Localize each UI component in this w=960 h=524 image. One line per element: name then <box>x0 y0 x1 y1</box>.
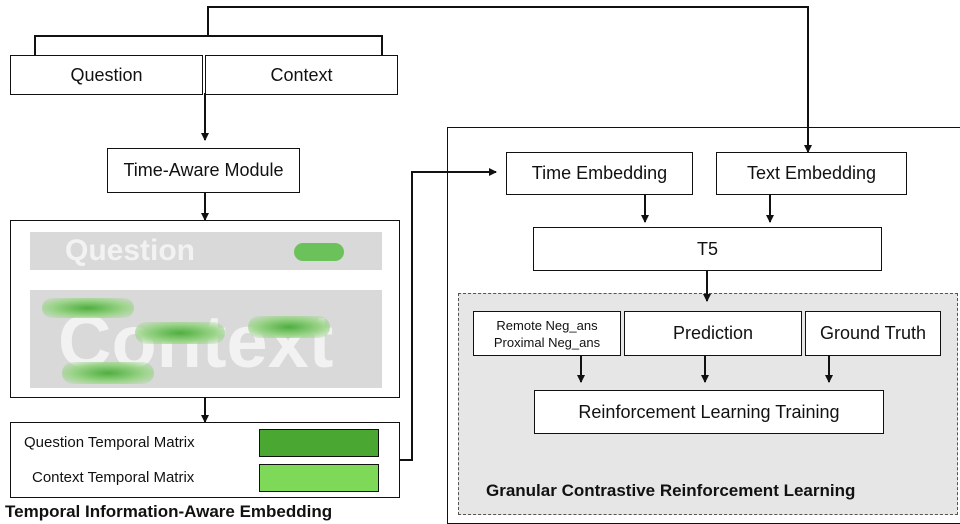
ghost-question-text: Question <box>65 234 196 267</box>
question-highlight <box>294 243 344 261</box>
rl-training-box: Reinforcement Learning Training <box>534 390 884 434</box>
proximal-neg-ans-label: Proximal Neg_ans <box>493 334 601 350</box>
left-caption: Temporal Information-Aware Embedding <box>5 502 333 521</box>
remote-neg-ans-label: Remote Neg_ans <box>496 317 598 333</box>
context-highlight-1 <box>42 298 134 318</box>
text-embedding-box: Text Embedding <box>716 152 907 195</box>
context-highlight-2 <box>135 322 225 344</box>
right-caption: Granular Contrastive Reinforcement Learn… <box>486 481 856 500</box>
time-aware-module-box: Time-Aware Module <box>107 148 300 193</box>
context-highlight-3 <box>248 316 330 338</box>
prediction-box: Prediction <box>624 311 802 356</box>
question-box: Question <box>10 55 203 95</box>
context-temporal-matrix-label: Context Temporal Matrix <box>32 469 195 486</box>
negative-answers-box: Remote Neg_ans Proximal Neg_ans <box>473 311 621 356</box>
context-highlight-4 <box>62 362 154 384</box>
ground-truth-box: Ground Truth <box>805 311 941 356</box>
question-temporal-matrix-label: Question Temporal Matrix <box>24 434 195 451</box>
time-embedding-box: Time Embedding <box>506 152 693 195</box>
question-temporal-matrix-swatch <box>259 429 379 457</box>
t5-box: T5 <box>533 227 882 271</box>
context-box: Context <box>205 55 398 95</box>
context-temporal-matrix-swatch <box>259 464 379 492</box>
